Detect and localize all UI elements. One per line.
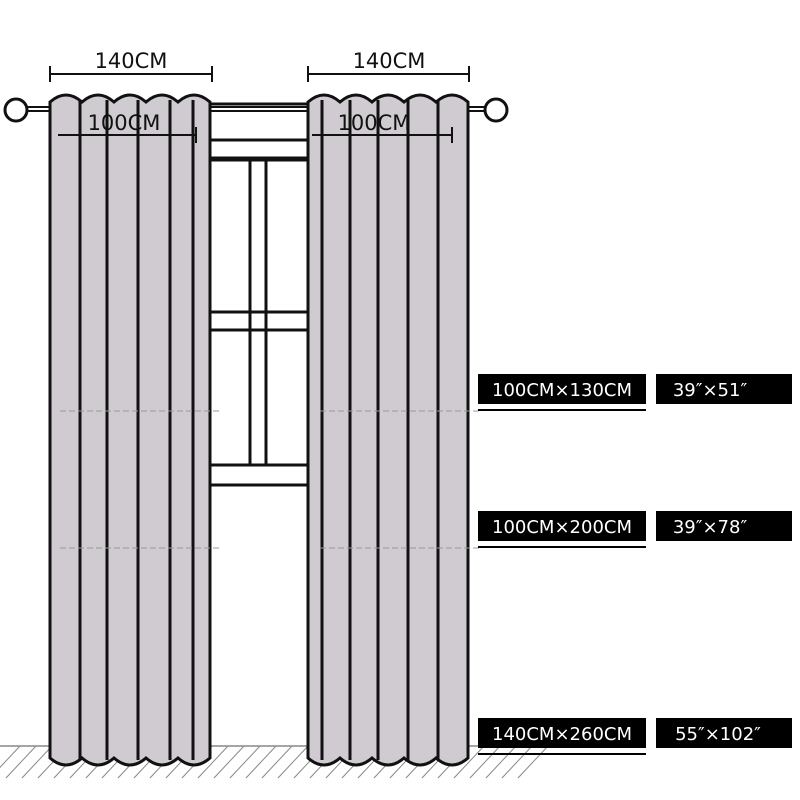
curtain-panel-left — [48, 93, 212, 767]
floor-hatch-line — [197, 745, 229, 779]
size-label-1: 100CM×130CM 39″×51″ — [478, 374, 792, 411]
floor-hatch-line — [245, 745, 277, 779]
size-label-1-metric: 100CM×130CM — [492, 380, 632, 401]
floor-hatch-line — [5, 745, 37, 779]
dimension-top-right — [307, 66, 470, 82]
floor-hatch-line — [453, 745, 485, 779]
size-label-2: 100CM×200CM 39″×78″ — [478, 511, 792, 548]
floor-hatch-line — [517, 745, 549, 779]
floor-hatch-line — [485, 745, 517, 779]
floor-hatch-line — [229, 745, 261, 779]
rod-finial-right — [483, 97, 509, 123]
curtain-panel-right — [306, 93, 470, 767]
dimension-top-right-label: 140CM — [353, 49, 426, 73]
size-label-2-imperial: 39″×78″ — [673, 517, 748, 538]
floor-hatch-line — [0, 745, 21, 769]
floor-hatch-line — [469, 745, 501, 779]
floor-hatch-line — [21, 745, 53, 779]
dimension-top-left-label: 140CM — [95, 49, 168, 73]
size-label-1-imperial: 39″×51″ — [673, 380, 748, 401]
floor-hatch-line — [277, 745, 309, 779]
size-label-2-metric: 100CM×200CM — [492, 517, 632, 538]
floor-hatch-line — [261, 745, 293, 779]
length-guides — [60, 410, 480, 549]
floor-hatch-line — [501, 745, 533, 779]
dimension-inner-right — [312, 127, 453, 143]
window-frame — [206, 102, 311, 487]
size-label-3-metric: 140CM×260CM — [492, 724, 632, 745]
floor-hatch-line — [213, 745, 245, 779]
size-label-3-imperial: 55″×102″ — [675, 724, 761, 745]
dimension-top-left — [49, 66, 213, 82]
rod-finial-left — [3, 97, 29, 123]
size-label-3: 140CM×260CM 55″×102″ — [478, 718, 792, 755]
dimension-inner-left — [58, 127, 197, 143]
dimension-inner-right-label: 100CM — [338, 111, 411, 135]
dimension-inner-left-label: 100CM — [88, 111, 161, 135]
